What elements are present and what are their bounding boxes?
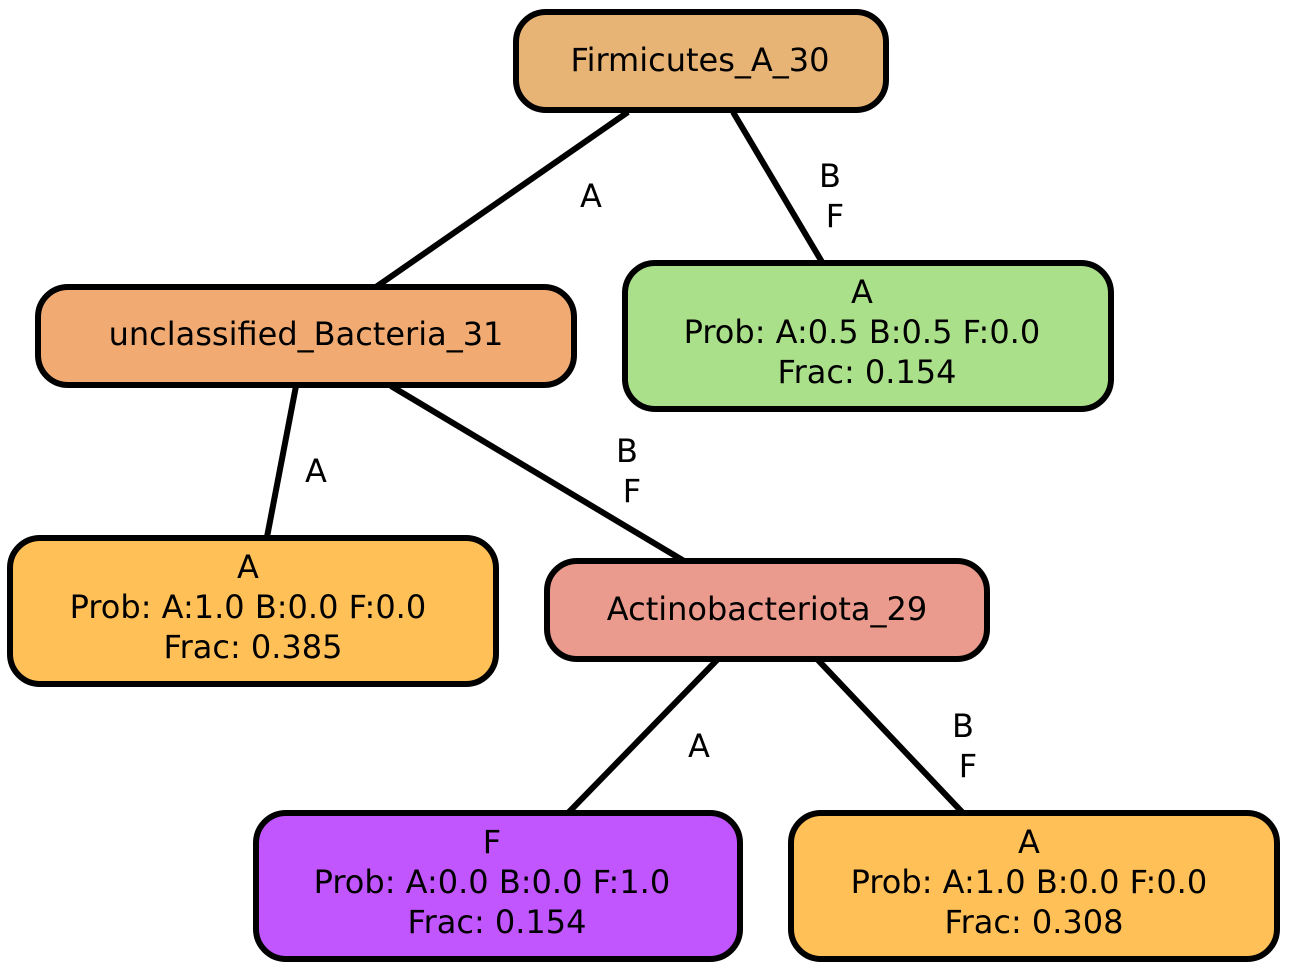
node-f-leaf-label: F Prob: A:0.0 B:0.0 F:1.0 Frac: 0.154: [314, 823, 681, 941]
node-a-leaf[interactable]: A Prob: A:1.0 B:0.0 F:0.0 Frac: 0.308: [788, 810, 1280, 962]
node-left-leaf[interactable]: A Prob: A:1.0 B:0.0 F:0.0 Frac: 0.385: [7, 535, 499, 687]
edge-label-actino-to-a-leaf: B F: [952, 707, 984, 785]
node-left-leaf-box: [7, 535, 499, 687]
node-root-box: [513, 9, 889, 113]
node-actino[interactable]: Actinobacteriota_29: [544, 558, 990, 662]
node-a-leaf-label: A Prob: A:1.0 B:0.0 F:0.0 Frac: 0.308: [851, 823, 1218, 941]
edge-unclassified-to-actino: [389, 383, 686, 564]
node-a-leaf-box: [788, 810, 1280, 962]
edge-label-actino-to-f-leaf: A: [688, 727, 710, 765]
node-actino-label: Actinobacteriota_29: [607, 590, 927, 628]
node-left-leaf-label: A Prob: A:1.0 B:0.0 F:0.0 Frac: 0.385: [70, 548, 437, 666]
edge-root-to-unclassified: [374, 109, 630, 290]
node-unclassified[interactable]: unclassified_Bacteria_31: [35, 284, 577, 388]
edge-actino-to-a-leaf: [815, 657, 965, 815]
edge-actino-to-f-leaf: [566, 657, 720, 815]
edges: [264, 109, 965, 815]
edge-unclassified-to-left-leaf: [264, 385, 299, 538]
node-root-label: Firmicutes_A_30: [570, 41, 829, 79]
edge-root-to-right-leaf: [730, 110, 825, 264]
node-actino-box: [544, 558, 990, 662]
edge-labels: A B F A B F A B F: [305, 157, 984, 785]
node-right-leaf[interactable]: A Prob: A:0.5 B:0.5 F:0.0 Frac: 0.154: [622, 260, 1114, 412]
edge-label-unclassified-to-left-leaf: A: [305, 452, 327, 490]
node-root[interactable]: Firmicutes_A_30: [513, 9, 889, 113]
node-f-leaf-box: [253, 810, 743, 962]
node-unclassified-box: [35, 284, 577, 388]
node-unclassified-label: unclassified_Bacteria_31: [109, 315, 504, 353]
node-right-leaf-label: A Prob: A:0.5 B:0.5 F:0.0 Frac: 0.154: [684, 273, 1051, 391]
node-right-leaf-box: [622, 260, 1114, 412]
node-f-leaf[interactable]: F Prob: A:0.0 B:0.0 F:1.0 Frac: 0.154: [253, 810, 743, 962]
edge-label-root-to-unclassified: A: [580, 177, 602, 215]
edge-label-root-to-right-leaf: B F: [819, 157, 851, 235]
edge-label-unclassified-to-actino: B F: [616, 432, 648, 510]
